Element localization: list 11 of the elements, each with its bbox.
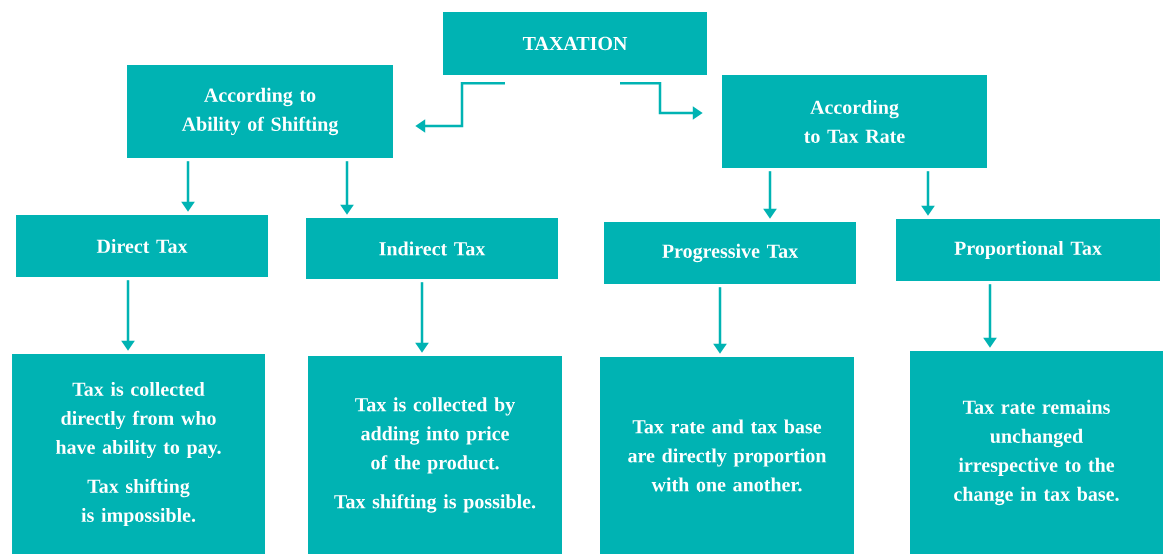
title-box: TAXATION xyxy=(443,12,707,75)
tax-type-box: Direct Tax xyxy=(16,215,268,277)
description-box: Tax is collected by adding into price of the product. Tax shifting is possible. xyxy=(308,356,562,554)
tax-type-box: Proportional Tax xyxy=(896,219,1160,281)
category-box: According to Tax Rate xyxy=(722,75,987,168)
description-box: Tax is collected directly from who have ability to pay. Tax shifting is impossible. xyxy=(12,354,265,554)
tax-type-box: Progressive Tax xyxy=(604,222,856,284)
tax-type-box: Indirect Tax xyxy=(306,218,558,279)
description-box: Tax rate and tax base are directly proportion with one another. xyxy=(600,357,854,554)
category-box: According to Ability of Shifting xyxy=(127,65,393,158)
description-box: Tax rate remains unchanged irrespective to the change in tax base. xyxy=(910,351,1163,554)
